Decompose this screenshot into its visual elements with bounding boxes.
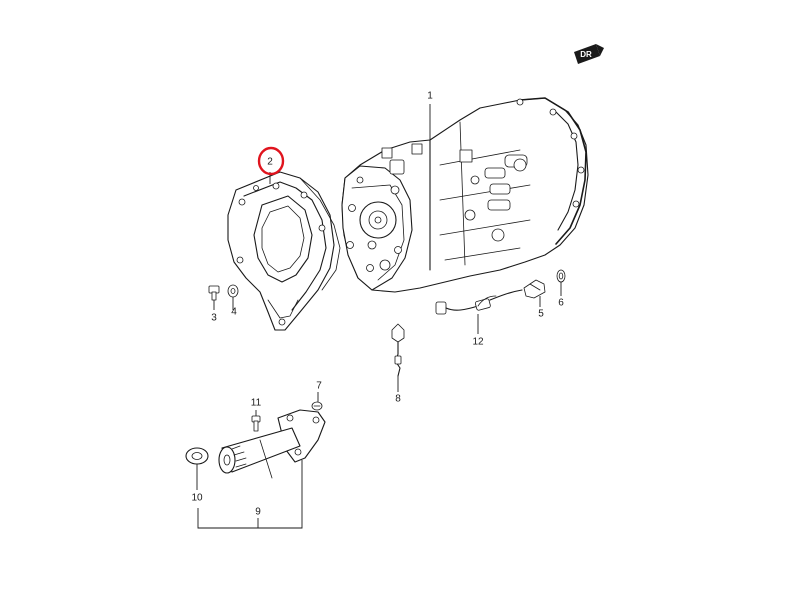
callout-2[interactable]: 2 xyxy=(267,157,273,168)
leader-lines xyxy=(196,104,562,529)
oil-seal-10[interactable] xyxy=(185,447,209,465)
washer-4[interactable] xyxy=(227,284,239,298)
callout-4[interactable]: 4 xyxy=(231,307,237,318)
callout-labels: 1 2 3 4 5 6 7 8 9 10 11 12 xyxy=(191,91,564,518)
switch-5[interactable] xyxy=(523,279,546,299)
highlight-ring xyxy=(257,146,285,176)
direction-arrow-icon: DR xyxy=(574,44,604,64)
shift-shaft-assembly-9[interactable] xyxy=(218,409,326,479)
bolt-11[interactable] xyxy=(251,415,261,432)
plug-8[interactable] xyxy=(391,323,405,377)
wiring-harness-12[interactable] xyxy=(435,289,523,315)
shift-rod-bosses xyxy=(464,154,528,242)
callout-9[interactable]: 9 xyxy=(255,507,261,518)
callout-3[interactable]: 3 xyxy=(211,313,217,324)
callout-1[interactable]: 1 xyxy=(427,91,433,102)
callout-5[interactable]: 5 xyxy=(538,309,544,320)
bolt-3[interactable] xyxy=(208,285,220,301)
callout-8[interactable]: 8 xyxy=(395,394,401,405)
callout-6[interactable]: 6 xyxy=(558,298,564,309)
transmission-case[interactable] xyxy=(341,97,589,293)
callout-11[interactable]: 11 xyxy=(251,398,262,409)
clip-7[interactable] xyxy=(311,401,323,411)
extension-housing[interactable] xyxy=(227,171,341,331)
direction-badge-label: DR xyxy=(580,50,592,59)
callout-10[interactable]: 10 xyxy=(191,493,203,504)
callout-7[interactable]: 7 xyxy=(316,381,322,392)
callout-12[interactable]: 12 xyxy=(472,337,484,348)
gasket-6[interactable] xyxy=(556,269,566,283)
